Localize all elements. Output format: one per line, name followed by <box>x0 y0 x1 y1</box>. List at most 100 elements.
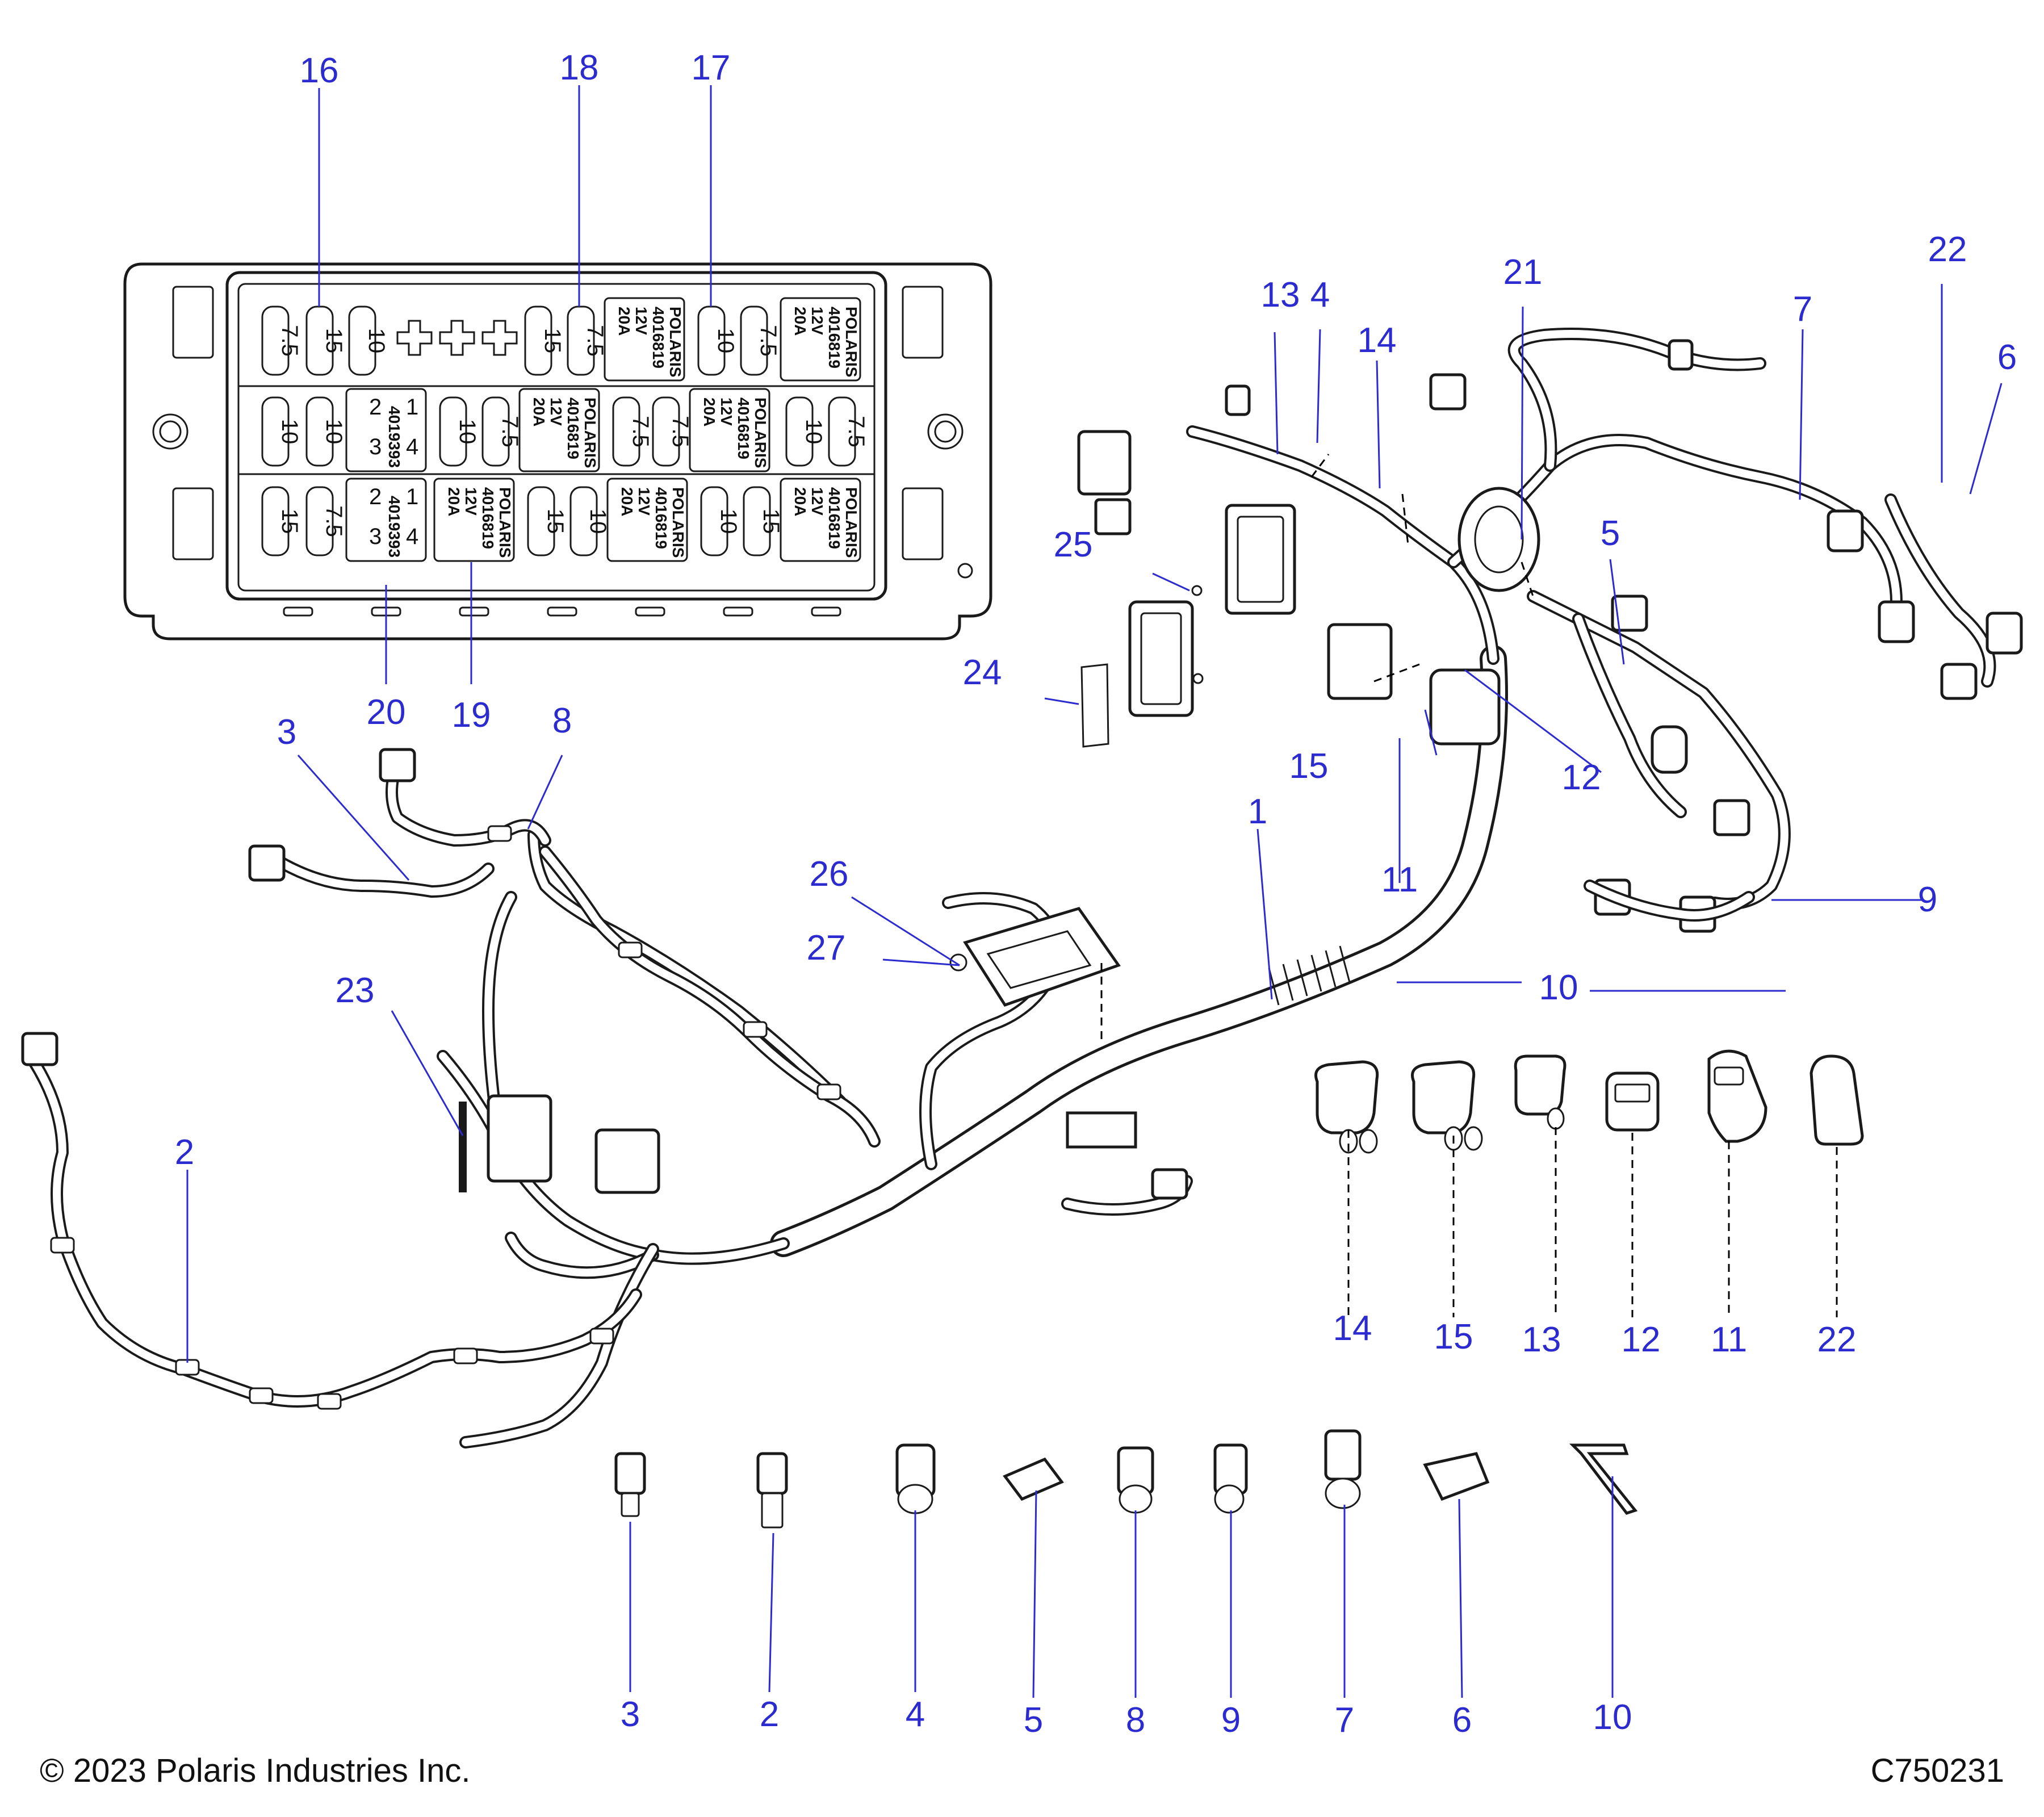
relay: POLARIS 4016819 12V 20A <box>518 388 600 472</box>
connector-cluster <box>1077 430 1501 746</box>
fuse-rating: 7.5 <box>497 416 522 447</box>
fuse-rating: 10 <box>585 509 610 534</box>
part-label-13: 13 <box>1522 1320 1561 1359</box>
fuse-rating: 7.5 <box>756 325 781 357</box>
clip <box>50 1237 75 1254</box>
grommet <box>1457 487 1540 592</box>
screw <box>1191 585 1203 596</box>
fuse-rating: 10 <box>321 419 346 445</box>
callout-21: 21 <box>1503 253 1543 292</box>
part-label-11: 11 <box>1711 1320 1747 1359</box>
clip <box>743 1021 768 1038</box>
exploded-parts-row <box>1314 1049 1864 1154</box>
relay-b-pin: 4 <box>406 524 418 549</box>
relay-voltage: 12V <box>809 487 826 516</box>
clip-row <box>614 1429 1638 1529</box>
leader-lines <box>186 85 2003 1698</box>
callout-14: 14 <box>1358 321 1397 360</box>
relay-current: 20A <box>701 397 718 426</box>
relay: POLARIS 4016819 12V 20A <box>604 297 685 382</box>
fuse: 7.5 <box>828 396 869 467</box>
push-pin-3 <box>614 1452 646 1517</box>
cap-12 <box>1605 1071 1660 1132</box>
clip <box>589 1328 614 1345</box>
fuse: 7.5 <box>305 486 346 556</box>
fuse: 7.5 <box>612 396 653 467</box>
pdm-housing <box>1128 600 1194 717</box>
boot-13 <box>1514 1054 1566 1130</box>
clip-7 <box>1324 1429 1362 1509</box>
callout-7: 7 <box>1793 290 1812 329</box>
clip-5 <box>1003 1457 1064 1501</box>
relay: POLARIS 4016819 12V 20A <box>780 297 861 382</box>
relay-voltage: 12V <box>635 487 653 516</box>
clip-label-5: 5 <box>1024 1701 1043 1740</box>
fuse: 10 <box>261 396 302 467</box>
relay-brand: POLARIS <box>843 307 860 377</box>
relay: POLARIS 4016819 12V 20A <box>606 478 688 562</box>
connector <box>487 1094 552 1183</box>
fuse-rating: 15 <box>540 328 565 354</box>
fuse: 10 <box>700 486 741 556</box>
label-plate <box>1080 663 1109 748</box>
connector <box>379 748 416 782</box>
clip <box>249 1387 274 1404</box>
callout-1: 1 <box>1248 792 1267 831</box>
connector <box>1151 1168 1188 1200</box>
callouts: 16 18 17 20 19 3 8 2 23 26 27 1 10 11 12… <box>175 48 2017 1172</box>
relay-b-part-number: 4019393 <box>386 496 403 558</box>
relay-voltage: 12V <box>718 397 735 426</box>
clip-label-6: 6 <box>1452 1701 1472 1740</box>
relay-b: 2 3 4019393 1 4 <box>345 388 427 472</box>
connector <box>1827 509 1864 552</box>
relay-b-pin: 3 <box>369 434 382 459</box>
tie-10 <box>1569 1443 1638 1515</box>
callout-5: 5 <box>1601 514 1620 553</box>
clip <box>816 1083 841 1100</box>
fuse-rating: 15 <box>277 509 302 534</box>
relay-current: 20A <box>530 397 548 426</box>
clip-4 <box>895 1443 936 1514</box>
clip <box>487 825 512 842</box>
callout-27: 27 <box>807 928 846 968</box>
empty-fuse-slot <box>481 320 518 356</box>
callout-18: 18 <box>560 48 599 87</box>
fuse: 7.5 <box>740 305 781 376</box>
connector <box>1713 799 1750 836</box>
boot-15 <box>1411 1060 1483 1151</box>
fuse-box-bottom-tabs <box>283 606 841 617</box>
callout-23: 23 <box>336 971 375 1010</box>
fuse: 15 <box>261 486 302 556</box>
dashed-leaders <box>1100 454 1838 1317</box>
part-label-12: 12 <box>1622 1320 1661 1359</box>
fuse: 7.5 <box>652 396 693 467</box>
connector <box>1066 1111 1137 1149</box>
copyright-notice: © 2023 Polaris Industries Inc. <box>40 1752 471 1789</box>
relay-b-pin: 3 <box>369 524 382 549</box>
relay-part-number: 4016819 <box>652 487 670 549</box>
relay-brand: POLARIS <box>667 307 684 377</box>
parts-row-labels: 14 15 13 12 11 22 <box>1333 1309 1857 1359</box>
clip-label-2: 2 <box>760 1695 779 1734</box>
fuse: 7.5 <box>261 305 302 376</box>
relay-part-number: 4016819 <box>735 397 752 459</box>
relay-b-pin: 4 <box>406 434 418 459</box>
callout-24: 24 <box>963 653 1002 692</box>
relay-voltage: 12V <box>462 487 480 516</box>
relay-current: 20A <box>791 487 809 516</box>
fuse-rating: 10 <box>713 328 738 354</box>
relay-current: 20A <box>445 487 463 516</box>
callout-17: 17 <box>692 48 731 87</box>
callout-25: 25 <box>1054 525 1093 564</box>
fuse: 10 <box>439 396 480 467</box>
connector <box>1429 373 1467 411</box>
clip-9 <box>1213 1443 1248 1514</box>
callout-8: 8 <box>552 701 572 740</box>
callout-26: 26 <box>810 855 849 894</box>
fuse-rating: 10 <box>716 509 741 534</box>
relay-b-pin: 2 <box>369 484 382 509</box>
clip-label-10: 10 <box>1593 1698 1632 1737</box>
fuse-rating: 7.5 <box>668 416 693 447</box>
relay-b: 2 3 4019393 1 4 <box>345 478 427 562</box>
relay: POLARIS 4016819 12V 20A <box>780 478 861 562</box>
